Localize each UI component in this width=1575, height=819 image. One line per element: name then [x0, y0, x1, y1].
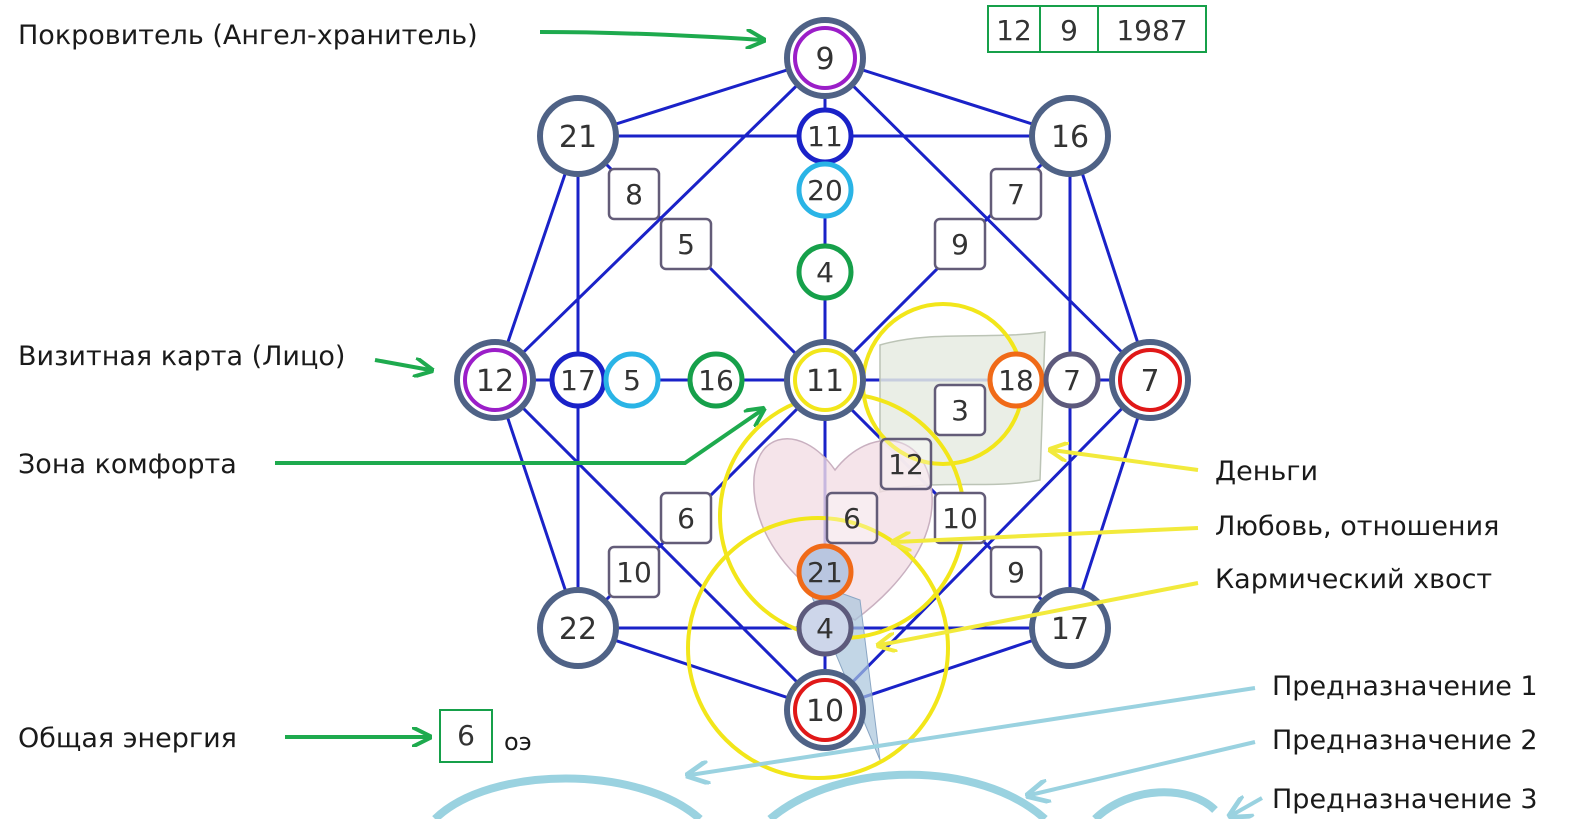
box-mid-left: 6 [659, 491, 713, 545]
node-value: 22 [559, 612, 597, 647]
node-vert-3: 4 [796, 243, 854, 301]
node-center: 11 [784, 339, 866, 421]
box-value: 6 [677, 502, 695, 535]
arrow-comfort-zone [275, 410, 762, 465]
node-value: 21 [559, 120, 597, 155]
box-value: 10 [616, 556, 652, 589]
node-value: 21 [807, 556, 843, 589]
arrow-love [895, 526, 1199, 542]
node-value: 7 [1063, 364, 1081, 397]
box-lower-left: 10 [607, 545, 661, 599]
node-vert-2: 20 [796, 161, 854, 219]
label-comfort-zone: Зона комфорта [18, 449, 237, 480]
box-mid-center: 6 [825, 491, 879, 545]
date-year: 1987 [1116, 14, 1187, 47]
node-value: 7 [1140, 364, 1159, 399]
label-karmic-tail: Кармический хвост [1215, 564, 1492, 595]
arrow-business-card [374, 360, 430, 370]
node-lower-1: 21 [796, 543, 854, 601]
node-bottom: 10 [784, 669, 866, 751]
arrow-patron [539, 32, 762, 40]
node-value: 12 [476, 364, 514, 399]
node-horiz-2: 5 [603, 351, 661, 409]
box-value: 10 [942, 502, 978, 535]
node-value: 4 [816, 256, 834, 289]
node-value: 11 [807, 120, 843, 153]
purpose-arcs [432, 770, 1218, 819]
node-value: 18 [998, 364, 1034, 397]
node-value: 10 [806, 694, 844, 729]
label-purpose-2: Предназначение 2 [1272, 725, 1538, 756]
node-value: 20 [807, 174, 843, 207]
label-total-energy: Общая энергия [18, 723, 237, 754]
arrow-purpose-3 [1232, 798, 1263, 815]
label-patron: Покровитель (Ангел-хранитель) [18, 20, 478, 51]
total-energy-box [439, 709, 493, 763]
birth-date: 12 9 1987 [987, 5, 1207, 53]
box-value: 7 [1007, 178, 1025, 211]
node-value: 4 [816, 612, 834, 645]
node-value: 9 [815, 42, 834, 77]
label-purpose-3: Предназначение 3 [1272, 784, 1538, 815]
label-money: Деньги [1215, 456, 1318, 487]
value-boxes: 8 5 7 9 3 12 6 6 10 10 9 [607, 167, 1043, 599]
total-energy-value: 6 [457, 719, 475, 752]
node-lower-2: 4 [796, 599, 854, 657]
box-value: 6 [843, 502, 861, 535]
node-right-inner-2: 7 [1043, 351, 1101, 409]
node-top-left: 21 [537, 95, 619, 177]
arrow-purpose-2 [1030, 740, 1256, 795]
node-horiz-1: 17 [549, 351, 607, 409]
label-business-card: Визитная карта (Лицо) [18, 341, 345, 372]
node-bottom-left: 22 [537, 587, 619, 669]
date-month: 9 [1060, 14, 1078, 47]
box-money-center: 3 [933, 383, 987, 437]
box-lower-right: 9 [989, 545, 1043, 599]
box-upper-right-1: 7 [989, 167, 1043, 221]
node-left: 12 [454, 339, 536, 421]
node-vert-1: 11 [796, 107, 854, 165]
arrow-money [1052, 450, 1199, 472]
box-mid-right: 10 [933, 491, 987, 545]
node-value: 5 [623, 364, 641, 397]
box-value: 5 [677, 228, 695, 261]
value-nodes: 9 21 16 12 7 22 17 10 11 11 20 4 17 5 16 18 7 21 4 [454, 17, 1191, 751]
box-value: 12 [888, 448, 924, 481]
box-value: 3 [951, 394, 969, 427]
box-value: 8 [625, 178, 643, 211]
label-love: Любовь, отношения [1215, 511, 1499, 542]
date-day: 12 [996, 14, 1032, 47]
node-value: 16 [698, 364, 734, 397]
node-right-inner-1: 18 [987, 351, 1045, 409]
box-value: 9 [951, 228, 969, 261]
box-upper-left-2: 5 [659, 217, 713, 271]
node-value: 11 [806, 364, 844, 399]
total-energy-suffix: оэ [504, 728, 532, 756]
box-upper-left-1: 8 [607, 167, 661, 221]
box-upper-right-2: 9 [933, 217, 987, 271]
arrow-karmic-tail [880, 581, 1199, 645]
node-bottom-right: 17 [1029, 587, 1111, 669]
node-value: 17 [1051, 612, 1089, 647]
node-top: 9 [784, 17, 866, 99]
box-heart-top: 12 [879, 437, 933, 491]
node-top-right: 16 [1029, 95, 1111, 177]
node-horiz-3: 16 [687, 351, 745, 409]
node-value: 16 [1051, 120, 1089, 155]
arrow-purpose-1 [690, 686, 1256, 775]
label-purpose-1: Предназначение 1 [1272, 671, 1538, 702]
box-value: 9 [1007, 556, 1025, 589]
node-right: 7 [1109, 339, 1191, 421]
node-value: 17 [560, 364, 596, 397]
